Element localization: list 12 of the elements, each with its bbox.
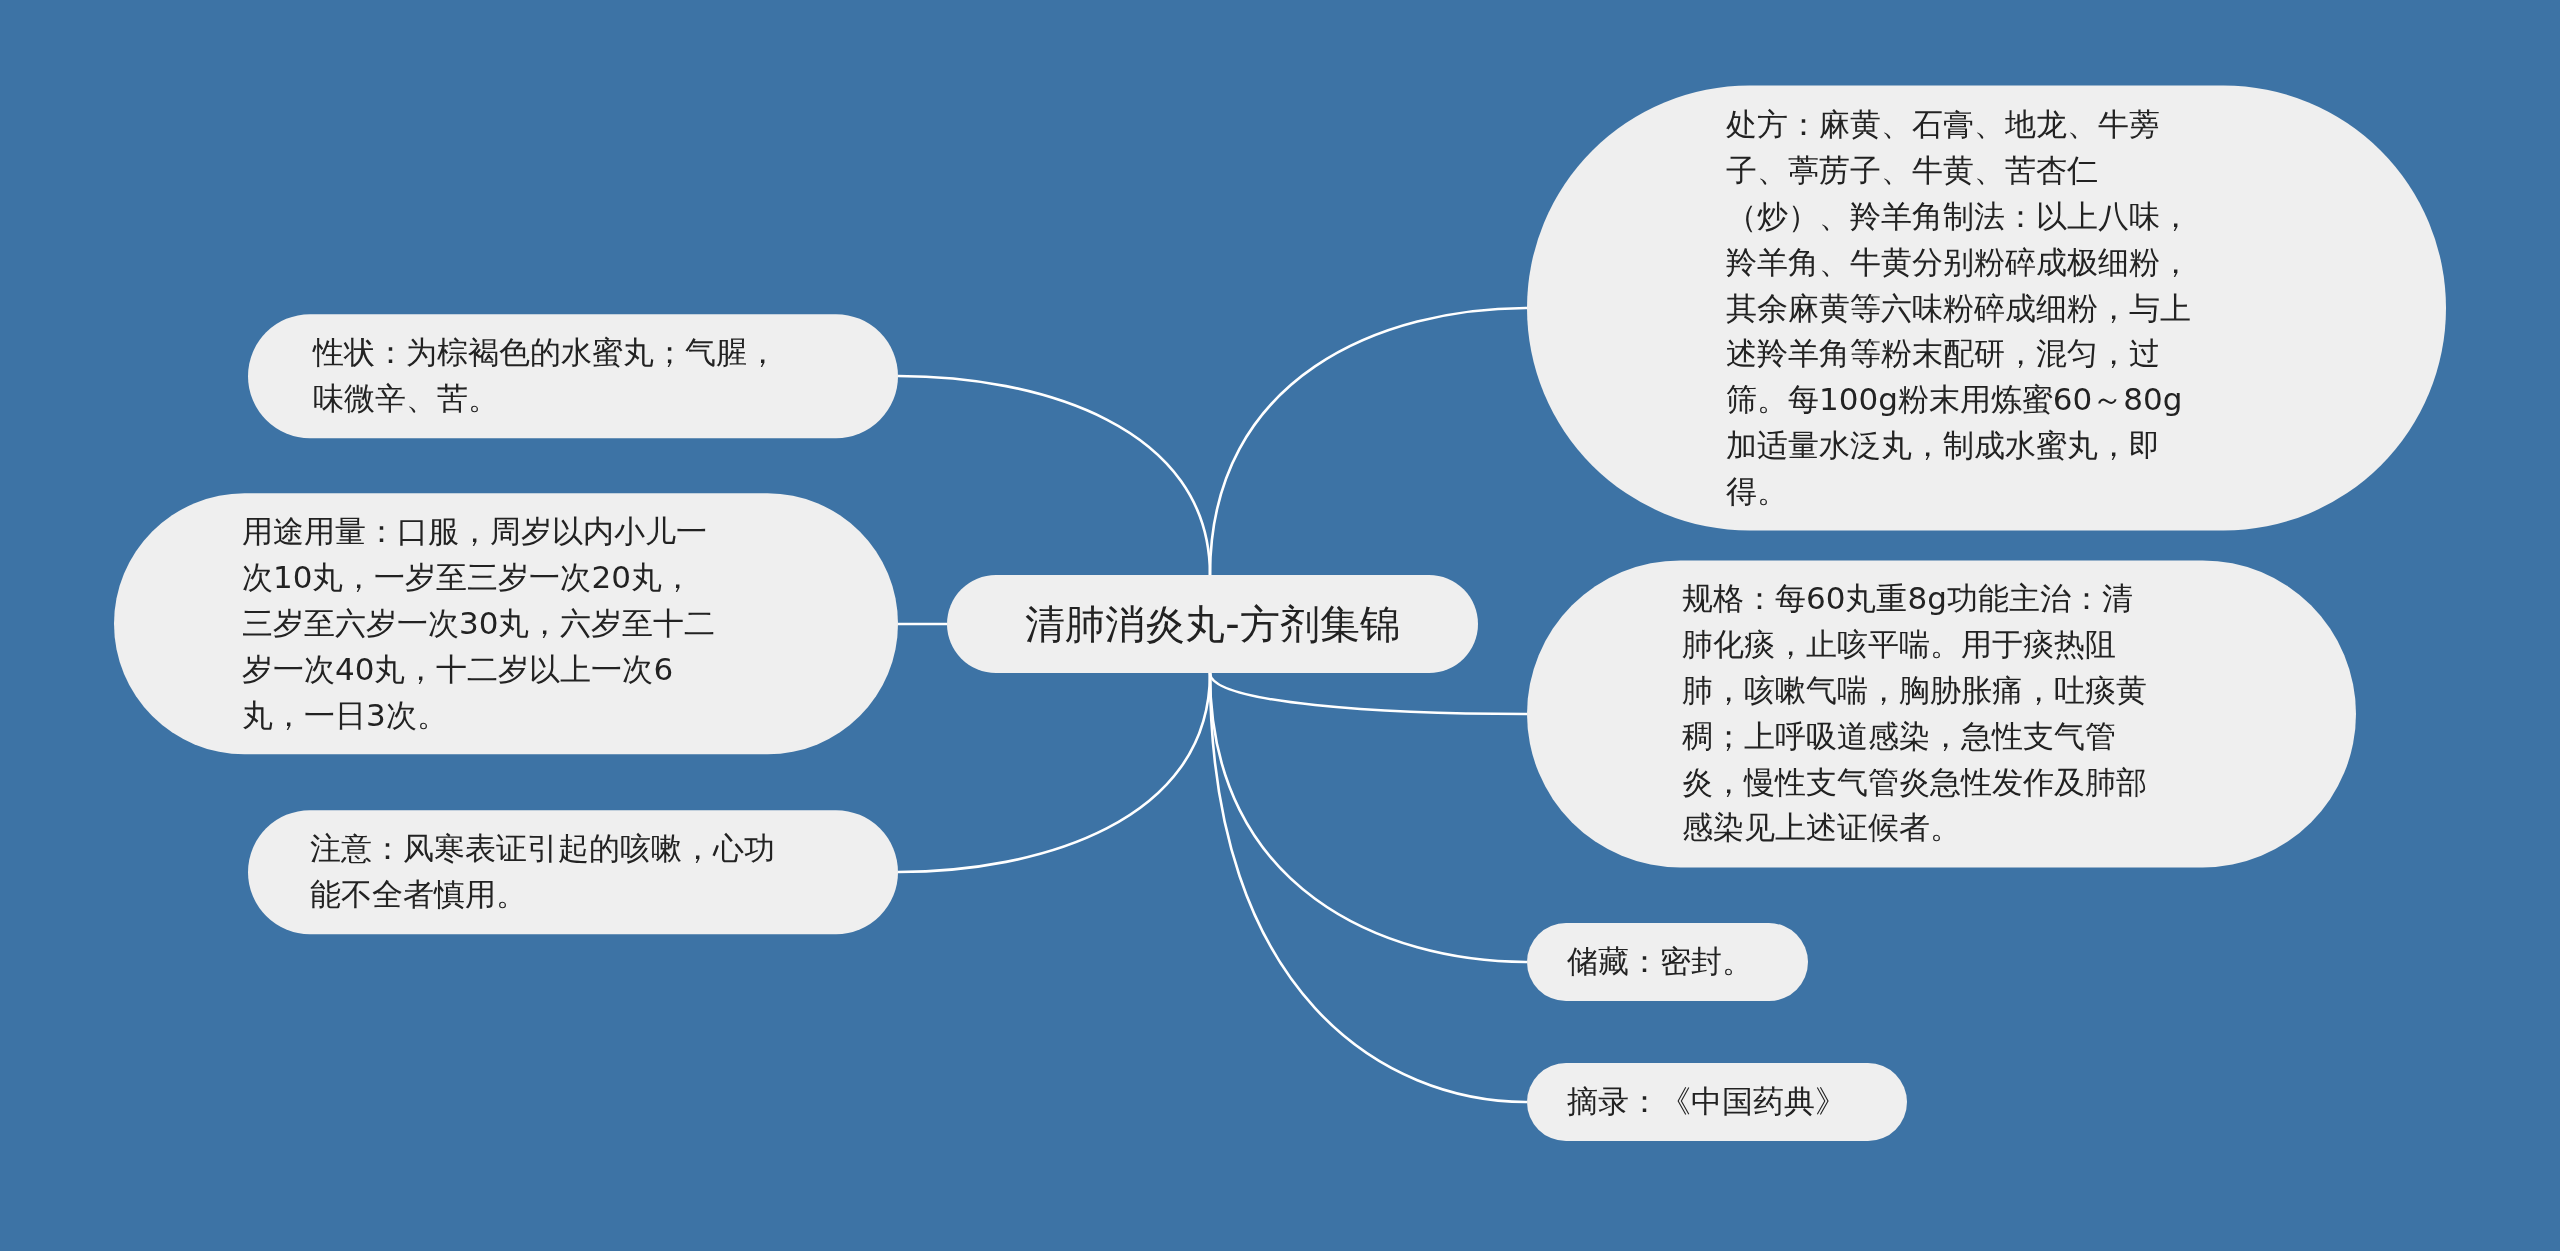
topic-text: 注意：风寒表证引起的咳嗽，心功能不全者慎用。 bbox=[310, 829, 776, 914]
topic-text: 处方：麻黄、石膏、地龙、牛蒡子、葶苈子、牛黄、苦杏仁（炒）、羚羊角制法：以上八味，羚羊角、牛黄分别粉碎成极细粉，其余麻黄等六味粉碎成细粉，与上述羚羊角等粉末配研，混匀，过筛。每100g粉末用炼蜜60～80g加适量水泛丸，制成水蜜丸，即得。 bbox=[1726, 104, 2192, 511]
connector-line bbox=[1208, 672, 1528, 1104]
topic-text: 规格：每60丸重8g功能主治：清肺化痰，止咳平喘。用于痰热阻肺，咳嗽气喘，胸胁胀痛，吐痰黄稠；上呼吸道感染，急性支气管炎，慢性支气管炎急性发作及肺部感染见上述证候者。 bbox=[1682, 579, 2148, 848]
connector-line bbox=[1208, 672, 1527, 716]
connector-line bbox=[898, 622, 947, 626]
topic-text: 储藏：密封。 bbox=[1567, 942, 1754, 982]
connector-line bbox=[1208, 306, 1528, 576]
topic-text: 清肺消炎丸-方剂集锦 bbox=[1025, 600, 1400, 649]
topic-text: 摘录：《中国药典》 bbox=[1567, 1082, 1847, 1122]
topic-text: 用途用量：口服，周岁以内小儿一次10丸，一岁至三岁一次20丸，三岁至六岁一次30丸，六岁至十二岁一次40丸，十二岁以上一次6丸，一日3次。 bbox=[242, 512, 717, 735]
topic-text: 性状：为棕褐色的水蜜丸；气腥，味微辛、苦。 bbox=[313, 333, 779, 418]
